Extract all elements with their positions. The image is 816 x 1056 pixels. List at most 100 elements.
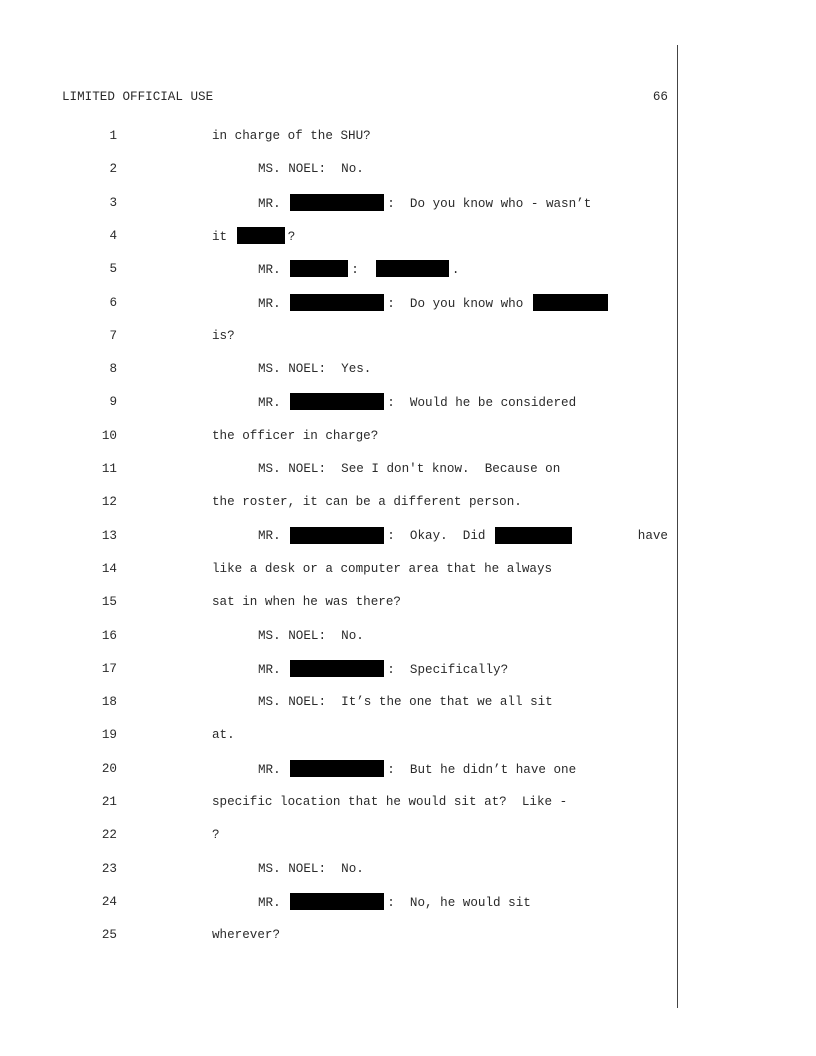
text-segment: : Do you know who (387, 296, 531, 311)
text-segment: MR. (258, 263, 289, 278)
line-text: MS. NOEL: Yes. (258, 360, 668, 378)
line-text: ? (212, 826, 668, 844)
line-number: 1 (109, 129, 117, 143)
line-text: is? (212, 327, 668, 345)
line-number: 25 (101, 928, 117, 943)
redaction-box (532, 293, 608, 311)
line-text: MS. NOEL: No. (258, 627, 668, 645)
text-segment: : Would he be considered (387, 396, 577, 411)
text-segment: like a desk or a computer area that he a… (212, 561, 553, 576)
line-text: MR. : No, he would sit (258, 892, 668, 912)
line-text: the roster, it can be a different person… (212, 493, 668, 511)
text-segment: the officer in charge? (212, 428, 379, 443)
text-segment: : No, he would sit (387, 895, 531, 910)
line-number: 16 (101, 628, 117, 643)
line-text: MS. NOEL: It’s the one that we all sit (258, 693, 668, 711)
line-number: 18 (101, 695, 117, 710)
text-segment: MS. NOEL: No. (258, 162, 364, 177)
line-number: 14 (101, 561, 117, 576)
text-segment: have (630, 528, 668, 543)
text-segment: : Okay. Did (387, 528, 494, 543)
redaction-box (290, 892, 385, 910)
line-number: 22 (101, 828, 117, 843)
line-text: MS. NOEL: No. (258, 860, 668, 878)
text-segment: wherever? (212, 928, 281, 943)
line-number: 5 (109, 262, 117, 277)
line-number: 19 (101, 728, 117, 743)
text-segment: : (351, 263, 374, 278)
line-text: MR. : Do you know who (258, 293, 668, 313)
redaction-box (290, 526, 385, 544)
text-segment: : Specifically? (387, 662, 509, 677)
line-text: it ? (212, 226, 668, 246)
text-segment: MS. NOEL: It’s the one that we all sit (258, 695, 553, 710)
text-segment: MR. (258, 762, 289, 777)
page-number: 66 (652, 90, 668, 104)
line-number: 2 (109, 162, 117, 177)
text-segment: it (212, 229, 235, 244)
text-segment: MS. NOEL: No. (258, 861, 364, 876)
text-segment: ? (212, 828, 220, 843)
text-segment: . (451, 263, 460, 278)
redaction-box (290, 293, 385, 311)
text-segment: in charge of the SHU? (212, 129, 371, 143)
line-text: MR. : Do you know who - wasn’t (258, 193, 668, 213)
text-segment: specific location that he would sit at? … (212, 795, 568, 809)
line-number: 8 (109, 362, 117, 377)
line-text: the officer in charge? (212, 427, 668, 445)
text-segment: MR. (258, 528, 289, 543)
text-segment: MS. NOEL: No. (258, 628, 364, 643)
redaction-box (495, 526, 573, 544)
text-segment: is? (212, 328, 235, 343)
line-text: at. (212, 726, 668, 744)
line-number: 13 (101, 528, 117, 543)
text-segment: MS. NOEL: Yes. (258, 362, 372, 377)
line-text: specific location that he would sit at? … (212, 793, 668, 811)
line-number: 21 (101, 795, 117, 809)
line-number: 12 (101, 495, 117, 510)
text-segment: ? (287, 229, 296, 244)
text-segment: MR. (258, 296, 289, 311)
line-text: MR. : Would he be considered (258, 393, 668, 412)
redaction-box (290, 759, 385, 777)
text-segment: MR. (258, 662, 289, 677)
redaction-box (290, 393, 385, 411)
line-number: 15 (101, 595, 117, 610)
text-segment: : But he didn’t have one (387, 762, 577, 777)
line-text: MR. : Specifically? (258, 659, 668, 679)
text-segment: sat in when he was there? (212, 595, 401, 610)
line-text: MR. : But he didn’t have one (258, 759, 668, 779)
line-number: 6 (109, 295, 117, 310)
text-segment: MR. (258, 895, 289, 910)
line-number: 24 (101, 894, 117, 909)
line-number: 3 (109, 195, 117, 210)
line-number: 17 (101, 661, 117, 676)
line-text: MR. : . (258, 260, 668, 279)
line-number: 10 (101, 428, 117, 443)
redaction-box (375, 260, 449, 278)
line-number: 9 (109, 395, 117, 410)
redaction-box (290, 193, 385, 211)
line-text: wherever? (212, 926, 668, 944)
classification-header: LIMITED OFFICIAL USE (62, 90, 214, 104)
line-text: in charge of the SHU? (212, 127, 668, 145)
text-segment: : Do you know who - wasn’t (387, 196, 592, 211)
text-segment: at. (212, 728, 235, 743)
text-segment: the roster, it can be a different person… (212, 495, 522, 510)
line-text: MS. NOEL: No. (258, 160, 668, 178)
line-number: 23 (101, 861, 117, 876)
line-number: 11 (101, 462, 117, 476)
text-segment: MR. (258, 196, 289, 211)
line-text: MR. : Okay. Did have (258, 526, 668, 545)
text-segment: MS. NOEL: See I don't know. Because on (258, 462, 561, 476)
line-text: sat in when he was there? (212, 593, 668, 611)
redaction-box (290, 659, 385, 677)
line-number: 20 (101, 761, 117, 776)
line-text: MS. NOEL: See I don't know. Because on (258, 460, 668, 478)
redaction-box (290, 260, 349, 278)
line-number: 4 (109, 228, 117, 243)
line-text: like a desk or a computer area that he a… (212, 560, 668, 578)
margin-rule (677, 45, 678, 1008)
text-segment: MR. (258, 396, 289, 411)
redaction-box (236, 226, 285, 244)
